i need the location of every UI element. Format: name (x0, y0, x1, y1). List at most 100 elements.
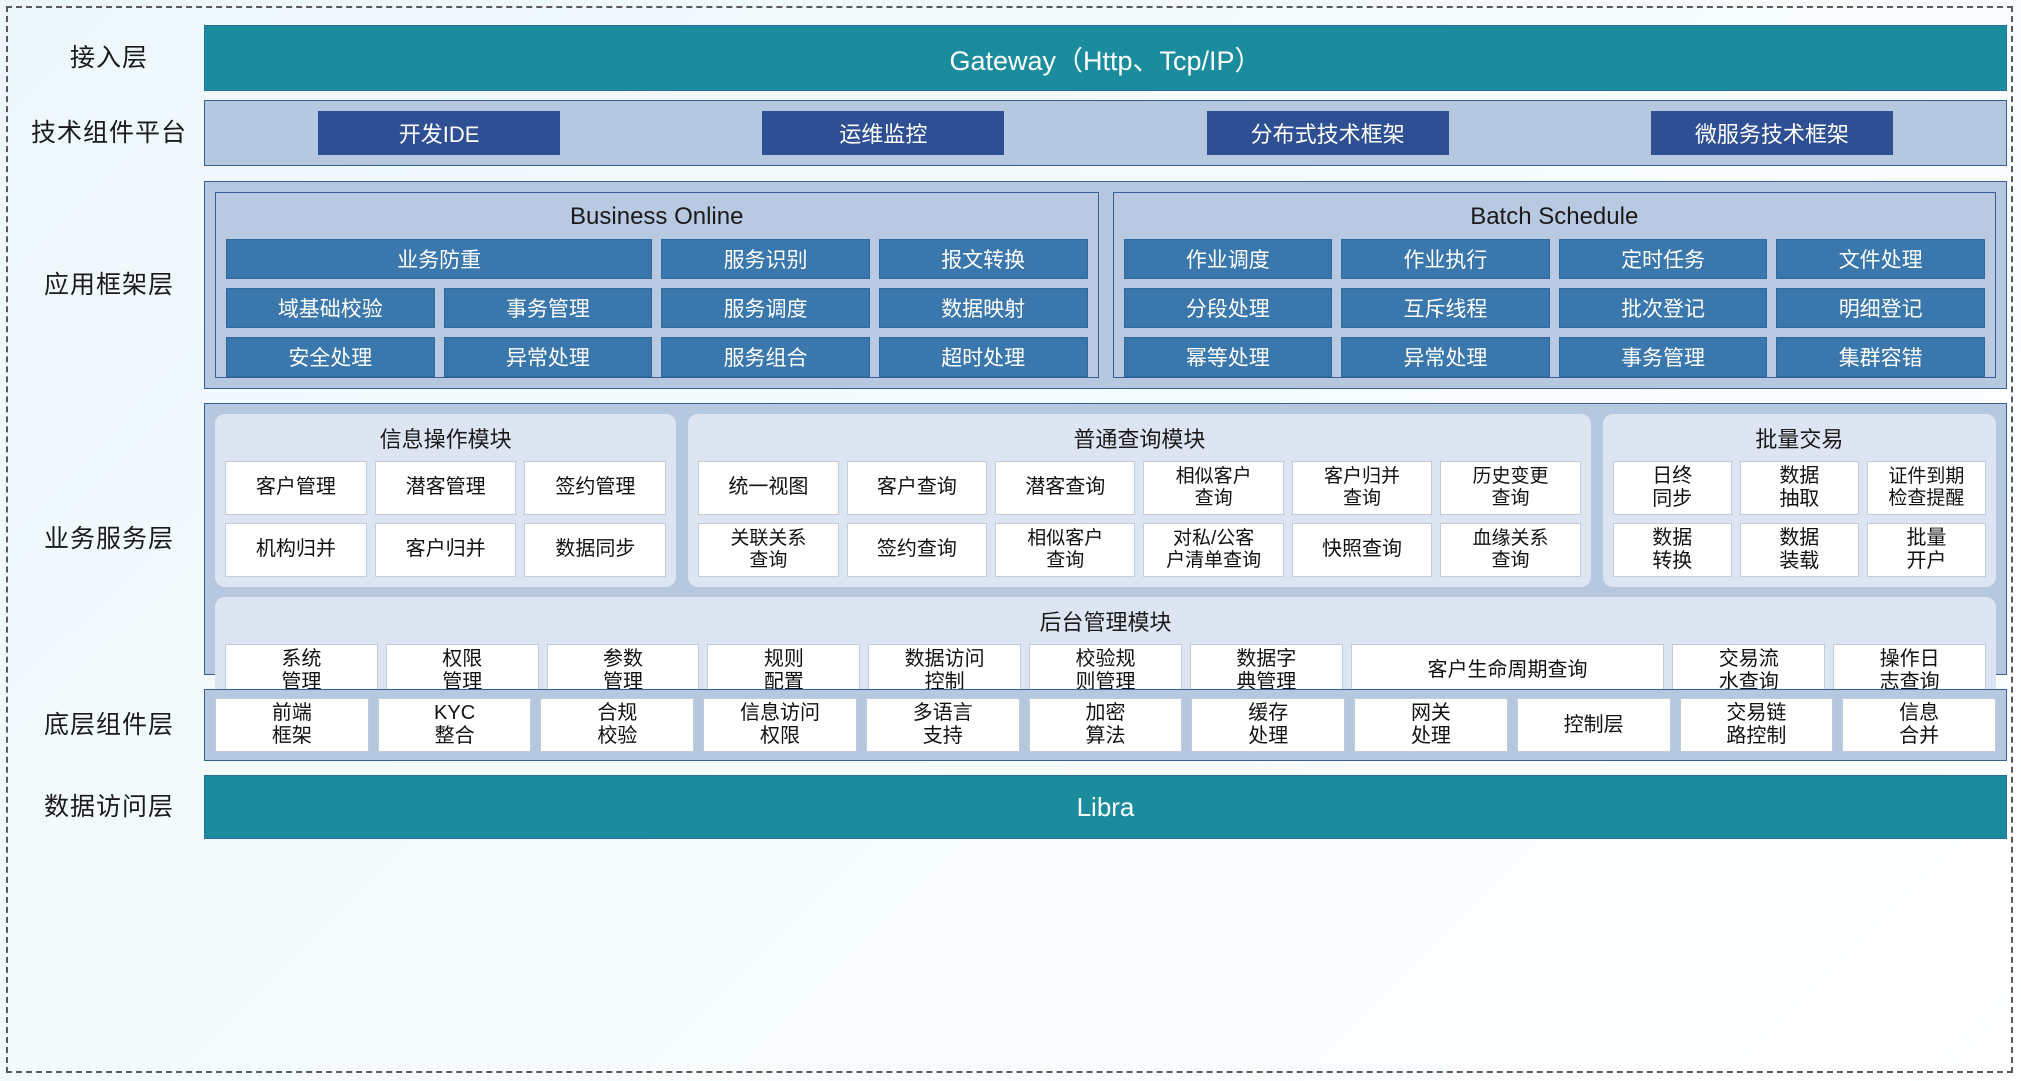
framework-chip-0-4[interactable]: 事务管理 (443, 287, 653, 328)
admin-item-9[interactable]: 操作日 志查询 (1833, 643, 1986, 698)
admin-item-2[interactable]: 参数 管理 (546, 643, 700, 698)
business-item-1-7[interactable]: 签约查询 (846, 522, 988, 577)
component-item-0[interactable]: 前端 框架 (215, 698, 369, 752)
framework-chip-1-7[interactable]: 明细登记 (1776, 287, 1985, 328)
business-item-2-1[interactable]: 数据 抽取 (1739, 460, 1859, 515)
component-item-9[interactable]: 交易链 路控制 (1679, 698, 1834, 752)
framework-chip-1-10[interactable]: 事务管理 (1558, 336, 1768, 377)
business-item-2-5[interactable]: 批量 开户 (1866, 522, 1986, 577)
data-access-body: Libra (204, 775, 2007, 839)
business-item-0-4[interactable]: 客户归并 (374, 522, 517, 577)
business-service-body: 信息操作模块客户管理潜客管理签约管理机构归并客户归并数据同步 普通查询模块统一视图… (204, 402, 2007, 708)
layer-label-data-access: 数据访问层 (43, 793, 174, 821)
business-module-title-1: 普通查询模块 (1073, 426, 1206, 452)
admin-item-3[interactable]: 规则 配置 (707, 643, 861, 698)
framework-chip-0-7[interactable]: 安全处理 (226, 336, 435, 377)
framework-chip-0-8[interactable]: 异常处理 (443, 336, 653, 377)
business-item-1-9[interactable]: 对私/公客 户清单查询 (1143, 522, 1284, 577)
framework-grid-1: 作业调度作业执行定时任务文件处理分段处理互斥线程批次登记明细登记幂等处理异常处理… (1123, 238, 1985, 377)
framework-chip-0-5[interactable]: 服务调度 (661, 287, 870, 328)
admin-item-1[interactable]: 权限 管理 (385, 643, 539, 698)
business-item-2-2[interactable]: 证件到期 检查提醒 (1866, 460, 1986, 515)
framework-chip-1-6[interactable]: 批次登记 (1558, 287, 1768, 328)
tech-chip-1[interactable]: 运维监控 (762, 111, 1005, 155)
business-module-title-2: 批量交易 (1755, 426, 1844, 452)
business-module-grid-2: 日终 同步数据 抽取证件到期 检查提醒数据 转换数据 装载批量 开户 (1612, 460, 1986, 577)
admin-item-8[interactable]: 交易流 水查询 (1672, 643, 1826, 698)
business-module-grid-0: 客户管理潜客管理签约管理机构归并客户归并数据同步 (225, 460, 667, 577)
component-item-4[interactable]: 多语言 支持 (865, 698, 1020, 752)
tech-platform-body: 开发IDE 运维监控 分布式技术框架 微服务技术框架 (204, 100, 2007, 166)
component-item-3[interactable]: 信息访问 权限 (703, 698, 857, 752)
framework-chip-1-11[interactable]: 集群容错 (1776, 336, 1985, 377)
component-item-7[interactable]: 网关 处理 (1354, 698, 1508, 752)
tech-chip-0[interactable]: 开发IDE (318, 111, 561, 155)
component-item-1[interactable]: KYC 整合 (377, 698, 532, 752)
business-item-1-3[interactable]: 相似客户 查询 (1143, 460, 1284, 515)
framework-chip-0-9[interactable]: 服务组合 (661, 336, 870, 377)
layer-label-tech-platform: 技术组件平台 (30, 119, 187, 147)
admin-item-6[interactable]: 数据字 典管理 (1189, 643, 1343, 698)
layer-label-business-service: 业务服务层 (43, 524, 174, 553)
tech-platform-band: 开发IDE 运维监控 分布式技术框架 微服务技术框架 (204, 100, 2007, 166)
layer-business-service: 业务服务层 信息操作模块客户管理潜客管理签约管理机构归并客户归并数据同步 普通查询… (14, 400, 2007, 708)
framework-chip-1-8[interactable]: 幂等处理 (1123, 336, 1333, 377)
business-service-band: 信息操作模块客户管理潜客管理签约管理机构归并客户归并数据同步 普通查询模块统一视图… (204, 402, 2007, 708)
business-item-1-8[interactable]: 相似客户 查询 (995, 522, 1136, 577)
business-item-1-2[interactable]: 潜客查询 (995, 460, 1136, 515)
business-item-0-5[interactable]: 数据同步 (524, 522, 667, 577)
admin-item-5[interactable]: 校验规 则管理 (1029, 643, 1182, 698)
layer-label-bottom-components: 底层组件层 (43, 711, 174, 739)
business-module-grid-1: 统一视图客户查询潜客查询相似客户 查询客户归并 查询历史变更 查询关联关系 查询… (698, 460, 1581, 577)
framework-chip-1-2[interactable]: 定时任务 (1558, 238, 1768, 279)
admin-item-4[interactable]: 数据访问 控制 (868, 643, 1022, 698)
business-item-1-11[interactable]: 血缘关系 查询 (1440, 522, 1581, 577)
framework-chip-0-6[interactable]: 数据映射 (878, 287, 1088, 328)
business-item-1-5[interactable]: 历史变更 查询 (1440, 460, 1581, 515)
tech-chip-3[interactable]: 微服务技术框架 (1650, 111, 1893, 155)
layer-label-access: 接入层 (69, 44, 148, 72)
framework-chip-1-1[interactable]: 作业执行 (1341, 238, 1550, 279)
framework-chip-0-1[interactable]: 服务识别 (661, 238, 870, 279)
framework-chip-1-9[interactable]: 异常处理 (1341, 336, 1550, 377)
business-item-1-0[interactable]: 统一视图 (698, 460, 839, 515)
business-item-1-10[interactable]: 快照查询 (1291, 522, 1433, 577)
business-item-1-6[interactable]: 关联关系 查询 (698, 522, 839, 577)
framework-chip-0-2[interactable]: 报文转换 (878, 238, 1088, 279)
business-item-0-1[interactable]: 潜客管理 (374, 460, 517, 515)
business-module-title-0: 信息操作模块 (379, 426, 512, 452)
component-item-8[interactable]: 控制层 (1516, 698, 1671, 752)
business-item-0-3[interactable]: 机构归并 (225, 522, 367, 577)
business-module-0: 信息操作模块客户管理潜客管理签约管理机构归并客户归并数据同步 (215, 413, 677, 587)
business-item-2-3[interactable]: 数据 转换 (1612, 522, 1732, 577)
gateway-band: Gateway（Http、Tcp/IP） (204, 25, 2007, 91)
libra-title: Libra (1076, 791, 1135, 822)
framework-chip-1-4[interactable]: 分段处理 (1123, 287, 1333, 328)
libra-band: Libra (204, 775, 2007, 839)
component-item-5[interactable]: 加密 算法 (1028, 698, 1183, 752)
business-item-2-4[interactable]: 数据 装载 (1739, 522, 1859, 577)
framework-chip-1-5[interactable]: 互斥线程 (1341, 287, 1550, 328)
framework-chip-1-0[interactable]: 作业调度 (1123, 238, 1333, 279)
tech-chip-2[interactable]: 分布式技术框架 (1206, 111, 1449, 155)
framework-chip-0-0[interactable]: 业务防重 (226, 238, 653, 279)
layer-data-access: 数据访问层 Libra (14, 774, 2007, 840)
business-item-2-0[interactable]: 日终 同步 (1612, 460, 1732, 515)
framework-chip-0-3[interactable]: 域基础校验 (226, 287, 435, 328)
component-item-2[interactable]: 合规 校验 (540, 698, 695, 752)
component-item-10[interactable]: 信息 合并 (1842, 698, 1996, 752)
business-item-1-4[interactable]: 客户归并 查询 (1291, 460, 1433, 515)
admin-module-title: 后台管理模块 (1039, 609, 1172, 635)
business-item-0-2[interactable]: 签约管理 (524, 460, 667, 515)
component-item-6[interactable]: 缓存 处理 (1191, 698, 1346, 752)
framework-chip-1-3[interactable]: 文件处理 (1776, 238, 1985, 279)
business-item-1-1[interactable]: 客户查询 (846, 460, 988, 515)
framework-chip-0-10[interactable]: 超时处理 (878, 336, 1088, 377)
business-item-0-0[interactable]: 客户管理 (225, 460, 367, 515)
